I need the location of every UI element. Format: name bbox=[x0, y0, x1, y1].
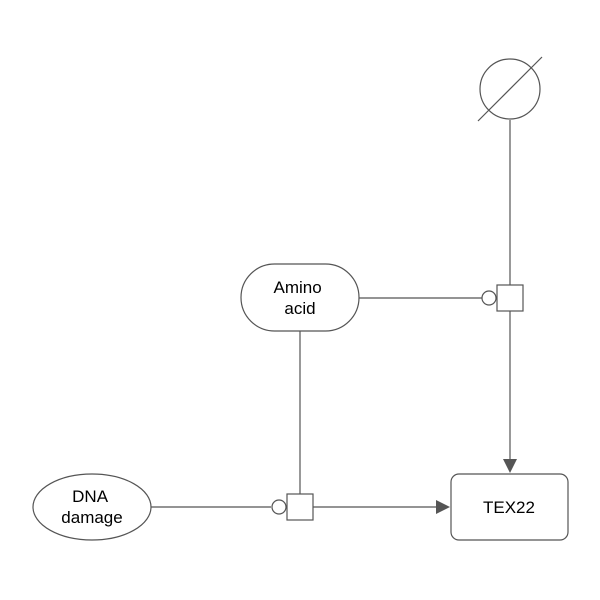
amino-acid-shape bbox=[240, 263, 360, 332]
tex22-shape bbox=[450, 473, 569, 541]
dna-damage-shape bbox=[32, 473, 152, 541]
process-node-top bbox=[496, 284, 524, 312]
tex22-node: TEX22 bbox=[450, 473, 569, 541]
process-node-bottom bbox=[286, 493, 314, 521]
amino-acid-label-line-2: acid bbox=[284, 299, 315, 318]
dna-damage-node: DNA damage bbox=[32, 473, 152, 541]
empty-set-slash bbox=[477, 56, 543, 122]
dna-damage-label-line-1: DNA bbox=[72, 487, 109, 506]
source-sink-node bbox=[477, 56, 543, 122]
tex22-label: TEX22 bbox=[483, 498, 535, 517]
modulation-circle-top bbox=[481, 290, 497, 306]
dna-damage-label-line-2: damage bbox=[61, 508, 122, 527]
modulation-circle-bottom bbox=[271, 499, 287, 515]
dna-damage-label: DNA damage bbox=[61, 487, 122, 527]
amino-acid-label: Amino acid bbox=[274, 278, 327, 318]
arrowhead-production-bottom bbox=[436, 500, 450, 514]
amino-acid-node: Amino acid bbox=[240, 263, 360, 332]
arrowhead-production-top bbox=[503, 459, 517, 473]
amino-acid-label-line-1: Amino bbox=[274, 278, 322, 297]
